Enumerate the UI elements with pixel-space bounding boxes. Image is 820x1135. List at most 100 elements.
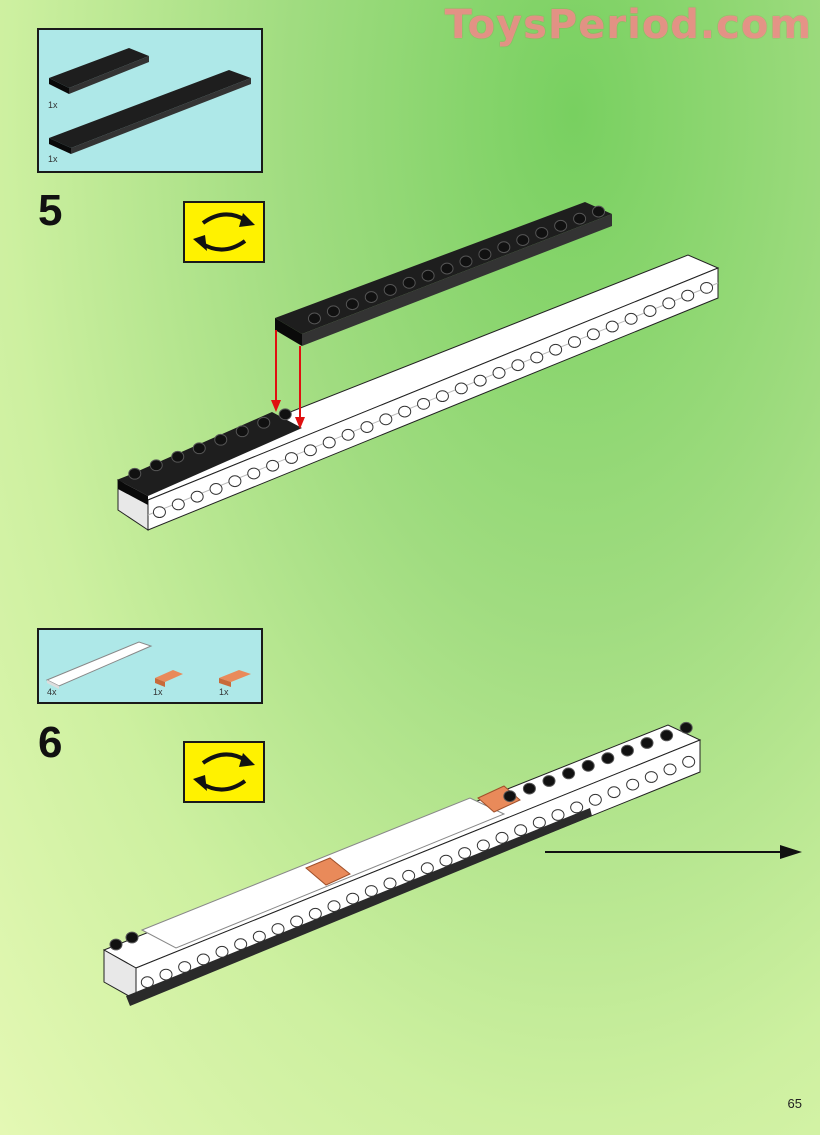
stud-hole — [478, 248, 492, 261]
installed-short-black-plate — [118, 412, 302, 505]
stud-hole — [605, 320, 619, 333]
stud-hole — [209, 483, 223, 495]
stud-hole — [290, 915, 304, 928]
part-qty: 1x — [48, 100, 58, 110]
stud-hole — [152, 506, 166, 519]
rotate-model-icon — [193, 212, 255, 252]
stud-hole — [402, 869, 416, 882]
stud-hole — [624, 312, 638, 325]
stud-hole — [473, 374, 487, 387]
stud-hole — [383, 877, 397, 890]
stud-hole — [171, 450, 185, 463]
continue-arrow — [545, 845, 802, 859]
stud-hole — [192, 442, 206, 455]
stud-hole — [497, 241, 511, 254]
stud-hole — [364, 885, 378, 897]
step5-parts-illustration — [49, 48, 251, 154]
stud-hole — [503, 790, 517, 803]
stud-hole — [592, 205, 606, 218]
stud-hole — [159, 968, 173, 981]
stud-hole — [364, 291, 378, 303]
stud-hole — [402, 276, 416, 289]
stud-hole — [562, 767, 576, 780]
stud-hole — [271, 923, 285, 935]
stud-hole — [440, 262, 454, 275]
short-black-plate-icon — [49, 48, 149, 94]
stud-hole — [285, 452, 298, 464]
stud-hole — [109, 938, 123, 951]
stud-hole — [601, 752, 615, 765]
stud-hole — [663, 763, 677, 776]
stud-hole — [626, 778, 640, 791]
stud-hole — [516, 234, 530, 246]
stud-hole — [307, 312, 321, 325]
stud-hole — [383, 284, 397, 296]
stud-hole — [588, 793, 602, 806]
stud-hole — [644, 771, 658, 783]
stud-hole — [643, 305, 657, 317]
stud-hole — [125, 931, 139, 944]
stud-hole — [235, 425, 249, 438]
stud-hole — [682, 755, 696, 768]
orange-grille-installed — [305, 857, 351, 886]
stud-hole — [420, 862, 434, 875]
stud-hole — [586, 328, 600, 341]
stud-hole — [308, 907, 322, 920]
part-qty: 1x — [153, 687, 163, 697]
stud-hole — [476, 839, 490, 852]
stud-hole — [303, 444, 317, 457]
stud-hole — [190, 490, 204, 503]
stud-hole — [234, 938, 248, 951]
stud-hole — [149, 459, 163, 472]
page-number: 65 — [787, 1096, 802, 1111]
stud-hole — [679, 721, 693, 734]
stud-hole — [542, 775, 556, 787]
stud-hole — [454, 382, 468, 395]
stud-hole — [662, 297, 676, 310]
stud-hole — [228, 475, 242, 488]
stud-hole — [171, 498, 185, 511]
stud-hole — [327, 900, 341, 913]
stud-hole — [700, 281, 714, 294]
stud-hole — [532, 816, 546, 829]
stud-hole — [568, 336, 581, 348]
stud-hole — [346, 892, 360, 905]
rotate-model-box — [183, 741, 265, 803]
step5-parts-box: 1x 1x — [37, 28, 263, 173]
stud-hole — [551, 809, 565, 821]
rotate-model-box — [183, 201, 265, 263]
stud-hole — [322, 436, 336, 449]
stud-hole — [522, 782, 536, 795]
stud-hole — [398, 405, 412, 418]
stud-hole — [459, 255, 473, 268]
stud-hole — [247, 467, 261, 480]
long-black-plate-icon — [49, 70, 251, 154]
step5-model — [116, 202, 720, 531]
stud-hole — [660, 729, 674, 742]
stud-hole — [128, 467, 142, 480]
stud-hole — [495, 831, 509, 844]
stud-hole — [492, 367, 506, 379]
stud-hole — [511, 359, 525, 372]
orange-grille-icon — [219, 670, 251, 687]
stud-hole — [535, 227, 549, 239]
stud-hole — [435, 390, 449, 403]
step6-parts-box: 4x 1x 1x — [37, 628, 263, 704]
stud-hole — [530, 351, 544, 364]
stud-hole — [257, 416, 271, 429]
stud-hole — [554, 219, 568, 232]
stud-hole — [326, 305, 340, 318]
orange-plate-icon — [155, 670, 183, 687]
step-number: 5 — [38, 186, 63, 235]
stud-hole — [640, 737, 654, 749]
stud-hole — [607, 786, 621, 799]
watermark: ToysPeriod.com — [444, 2, 812, 48]
stud-hole — [140, 976, 154, 989]
stud-hole — [266, 459, 280, 472]
white-tile-icon — [45, 641, 153, 689]
part-qty: 1x — [219, 687, 229, 697]
stud-hole — [417, 397, 431, 410]
part-qty: 1x — [48, 154, 58, 164]
stud-hole — [196, 953, 210, 966]
white-tiles-row — [140, 797, 506, 949]
